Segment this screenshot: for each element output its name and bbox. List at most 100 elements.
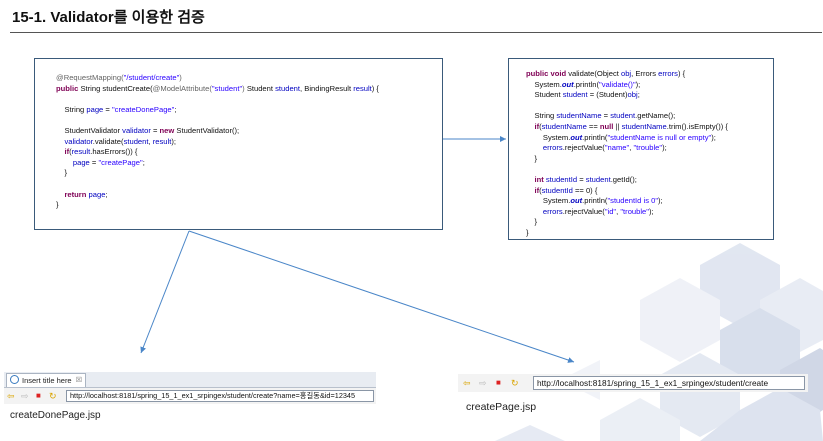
code-token: , bbox=[148, 136, 153, 146]
code-token: = (Student) bbox=[587, 90, 628, 100]
code-token: student bbox=[585, 174, 611, 184]
refresh-icon[interactable]: ↻ bbox=[49, 391, 57, 401]
code-token: "trouble" bbox=[633, 143, 663, 153]
code-token: .trim().isEmpty()) { bbox=[666, 121, 728, 131]
code-token: "studentId is 0" bbox=[607, 196, 659, 206]
code-token: null bbox=[599, 121, 614, 131]
code-line: } bbox=[526, 217, 773, 228]
code-token: ( bbox=[539, 185, 542, 195]
code-token: ); bbox=[171, 136, 176, 146]
code-token: StudentValidator bbox=[56, 125, 123, 135]
page-content-label: createPage.jsp bbox=[466, 401, 537, 413]
code-token: ; bbox=[142, 157, 145, 167]
code-token: .hasErrors()) { bbox=[90, 147, 138, 157]
code-token: == 0) { bbox=[572, 185, 598, 195]
code-token: } bbox=[56, 200, 59, 210]
code-token: validator bbox=[64, 136, 93, 146]
code-token: errors bbox=[542, 143, 563, 153]
code-token: == bbox=[586, 121, 600, 131]
code-token: page bbox=[88, 189, 106, 199]
code-line: } bbox=[56, 168, 442, 179]
stop-icon[interactable]: ■ bbox=[36, 391, 41, 400]
code-token: studentName bbox=[556, 111, 602, 121]
forward-arrow-icon[interactable]: ⇨ bbox=[21, 391, 29, 401]
code-token: .validate( bbox=[92, 136, 124, 146]
code-line: validator.validate(student, result); bbox=[56, 137, 442, 148]
code-token: "createPage" bbox=[98, 157, 143, 167]
code-token: result bbox=[71, 147, 91, 157]
code-line: System.out.println("studentName is null … bbox=[526, 133, 773, 144]
code-token: = bbox=[89, 157, 99, 167]
code-token: validator bbox=[122, 125, 151, 135]
code-token: studentName bbox=[541, 121, 587, 131]
code-token: out bbox=[570, 132, 583, 142]
code-token: student bbox=[123, 136, 149, 146]
code-token: .println( bbox=[582, 196, 608, 206]
code-token: } bbox=[56, 168, 67, 178]
back-arrow-icon[interactable]: ⇦ bbox=[463, 378, 471, 388]
code-token: } bbox=[526, 227, 529, 237]
globe-icon bbox=[10, 375, 19, 384]
url-input[interactable]: http://localhost:8181/spring_15_1_ex1_sr… bbox=[66, 390, 374, 402]
controller-code-box: @RequestMapping("/student/create")public… bbox=[34, 58, 443, 230]
code-token: String bbox=[56, 104, 87, 114]
code-token: studentName bbox=[621, 121, 667, 131]
code-token: ); bbox=[658, 196, 663, 206]
code-line: return page; bbox=[56, 190, 442, 201]
url-input[interactable]: http://localhost:8181/spring_15_1_ex1_sr… bbox=[533, 376, 805, 390]
code-token: if bbox=[64, 147, 70, 157]
page-title: 15-1. Validator를 이용한 검증 bbox=[12, 9, 205, 26]
code-token: ) { bbox=[371, 83, 379, 93]
code-token: if bbox=[534, 185, 540, 195]
code-line: Student student = (Student)obj; bbox=[526, 90, 773, 101]
stop-icon[interactable]: ■ bbox=[496, 378, 501, 387]
code-token: ); bbox=[635, 79, 641, 89]
browser-nav-bar: ⇦ ⇨ ■ ↻ http://localhost:8181/spring_15_… bbox=[4, 388, 376, 404]
code-token: new bbox=[159, 125, 175, 135]
code-token: .println( bbox=[582, 132, 608, 142]
code-token: validate(Object bbox=[566, 69, 621, 78]
back-arrow-icon[interactable]: ⇦ bbox=[7, 391, 15, 401]
code-token: String bbox=[526, 111, 557, 121]
code-token: ) bbox=[242, 83, 245, 93]
browser-nav-bar: ⇦ ⇨ ■ ↻ http://localhost:8181/spring_15_… bbox=[458, 374, 808, 392]
code-token: studentId bbox=[545, 174, 578, 184]
code-token: out bbox=[561, 79, 574, 89]
browser-done-page: Insert title here ☒ ⇦ ⇨ ■ ↻ http://local… bbox=[4, 372, 376, 441]
code-token: ( bbox=[69, 147, 72, 157]
code-token: obj bbox=[627, 90, 638, 100]
tab-title: Insert title here bbox=[22, 376, 72, 385]
code-token: if bbox=[534, 121, 540, 131]
code-line: StudentValidator validator = new Student… bbox=[56, 126, 442, 137]
page-content-label: createDonePage.jsp bbox=[10, 410, 101, 421]
code-token: student bbox=[610, 111, 636, 121]
browser-tab[interactable]: Insert title here ☒ bbox=[6, 373, 86, 387]
code-token: Student bbox=[526, 90, 563, 100]
code-line: int studentId = student.getId(); bbox=[526, 175, 773, 186]
code-token: } bbox=[526, 217, 537, 227]
code-token: "name" bbox=[604, 143, 630, 153]
code-line: } bbox=[526, 154, 773, 165]
close-icon[interactable]: ☒ bbox=[75, 377, 82, 384]
code-token: page bbox=[72, 157, 90, 167]
code-line: String studentName = student.getName(); bbox=[526, 111, 773, 122]
code-token: ); bbox=[662, 143, 667, 153]
code-token: ; bbox=[174, 104, 177, 114]
code-token: @ModelAttribute( bbox=[152, 83, 212, 93]
code-token: ( bbox=[539, 121, 542, 131]
code-token: public bbox=[56, 83, 79, 93]
forward-arrow-icon[interactable]: ⇨ bbox=[479, 378, 487, 388]
code-token: "trouble" bbox=[620, 206, 649, 216]
code-line: } bbox=[526, 228, 773, 239]
code-token: = bbox=[577, 174, 586, 184]
code-line: page = "createPage"; bbox=[56, 158, 442, 169]
code-token: int bbox=[534, 174, 544, 184]
code-line: } bbox=[56, 200, 442, 211]
code-token: ); bbox=[711, 132, 716, 142]
code-token: = bbox=[103, 104, 112, 114]
code-line: System.out.println("studentId is 0"); bbox=[526, 196, 773, 207]
code-token: student bbox=[275, 83, 301, 93]
code-token: , bbox=[629, 143, 634, 153]
refresh-icon[interactable]: ↻ bbox=[511, 378, 519, 388]
code-token: , Errors bbox=[631, 69, 659, 78]
